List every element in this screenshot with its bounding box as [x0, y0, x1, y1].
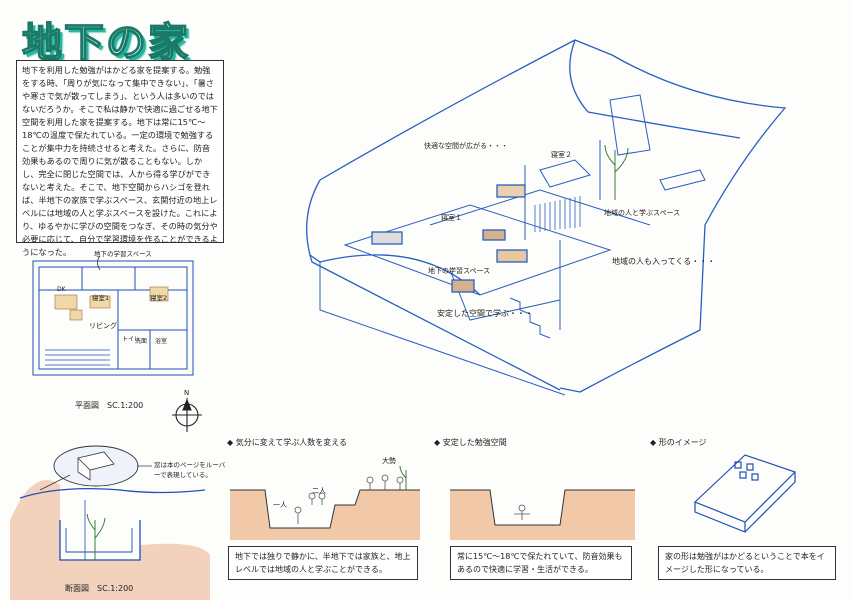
diagram1-text: 地下では独りで静かに、半地下では家族と、地上レベルでは地域の人と学ぶことができる…	[228, 546, 418, 580]
diagram1-label-two: 二人	[312, 487, 326, 495]
diagram1-heading: 気分に変えて学ぶ人数を変える	[227, 437, 347, 448]
page-title: 地下の家	[21, 19, 190, 67]
diagram1-label-alone: 一人	[273, 501, 287, 509]
plan-label-bedroom2: 寝室2	[150, 294, 168, 302]
diagram3-heading: 形のイメージ	[650, 437, 707, 448]
compass-n: N	[184, 389, 190, 397]
plan-label-bath: 浴室	[155, 338, 168, 345]
plan-label-study: 地下の学習スペース	[94, 250, 152, 258]
diagram1-label-many: 大勢	[382, 457, 396, 465]
intro-text: 地下を利用した勉強がはかどる家を提案する。勉強をする時、「周りが気になって集中で…	[16, 60, 224, 257]
plan-label-living: リビング	[89, 322, 117, 330]
iso-label-community: 地域の人と学ぶスペース	[604, 209, 681, 217]
iso-label-bedroom1: 寝室１	[441, 214, 462, 222]
plan-label-wc: トイレ	[122, 336, 141, 343]
plan-caption: 平面図 SC.1:200	[75, 401, 144, 410]
iso-label-bedroom2: 寝室２	[551, 151, 572, 159]
diagram3-text: 家の形は勉強がはかどるということで本をイメージした形になっている。	[658, 546, 836, 580]
diagram2-text: 常に15℃～18℃で保たれていて、防音効果もあるので快適に学習・生活ができる。	[450, 546, 632, 580]
iso-label-study: 地下の学習スペース	[428, 267, 491, 275]
plan-label-dk: DK	[57, 286, 66, 293]
iso-label-comfy: 快適な空間が広がる・・・	[424, 142, 508, 150]
diagram2-heading: 安定した勉強空間	[434, 437, 507, 448]
iso-label-locals: 地域の人も入ってくる・・・	[612, 257, 716, 266]
plan-label-washroom: 洗面	[135, 338, 148, 345]
iso-label-stable: 安定した空間で学ぶ・・・	[437, 309, 533, 318]
section-caption: 断面図 SC.1:200	[65, 584, 134, 593]
section-note: 窓は本のページをルーバーで表現している。	[154, 461, 226, 479]
plan-label-bedroom1: 寝室1	[92, 294, 110, 302]
